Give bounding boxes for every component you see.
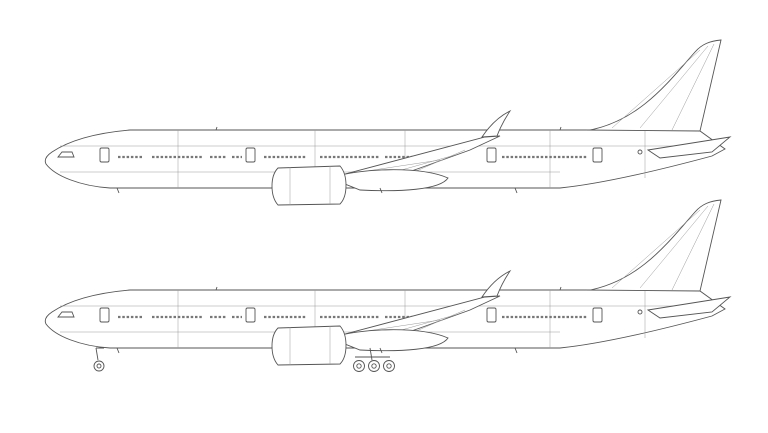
main-landing-gear (353, 347, 395, 372)
aircraft-bottom-gear-down (44, 198, 732, 372)
aircraft-top-gear-up (44, 38, 732, 207)
nose-landing-gear (93, 347, 105, 372)
